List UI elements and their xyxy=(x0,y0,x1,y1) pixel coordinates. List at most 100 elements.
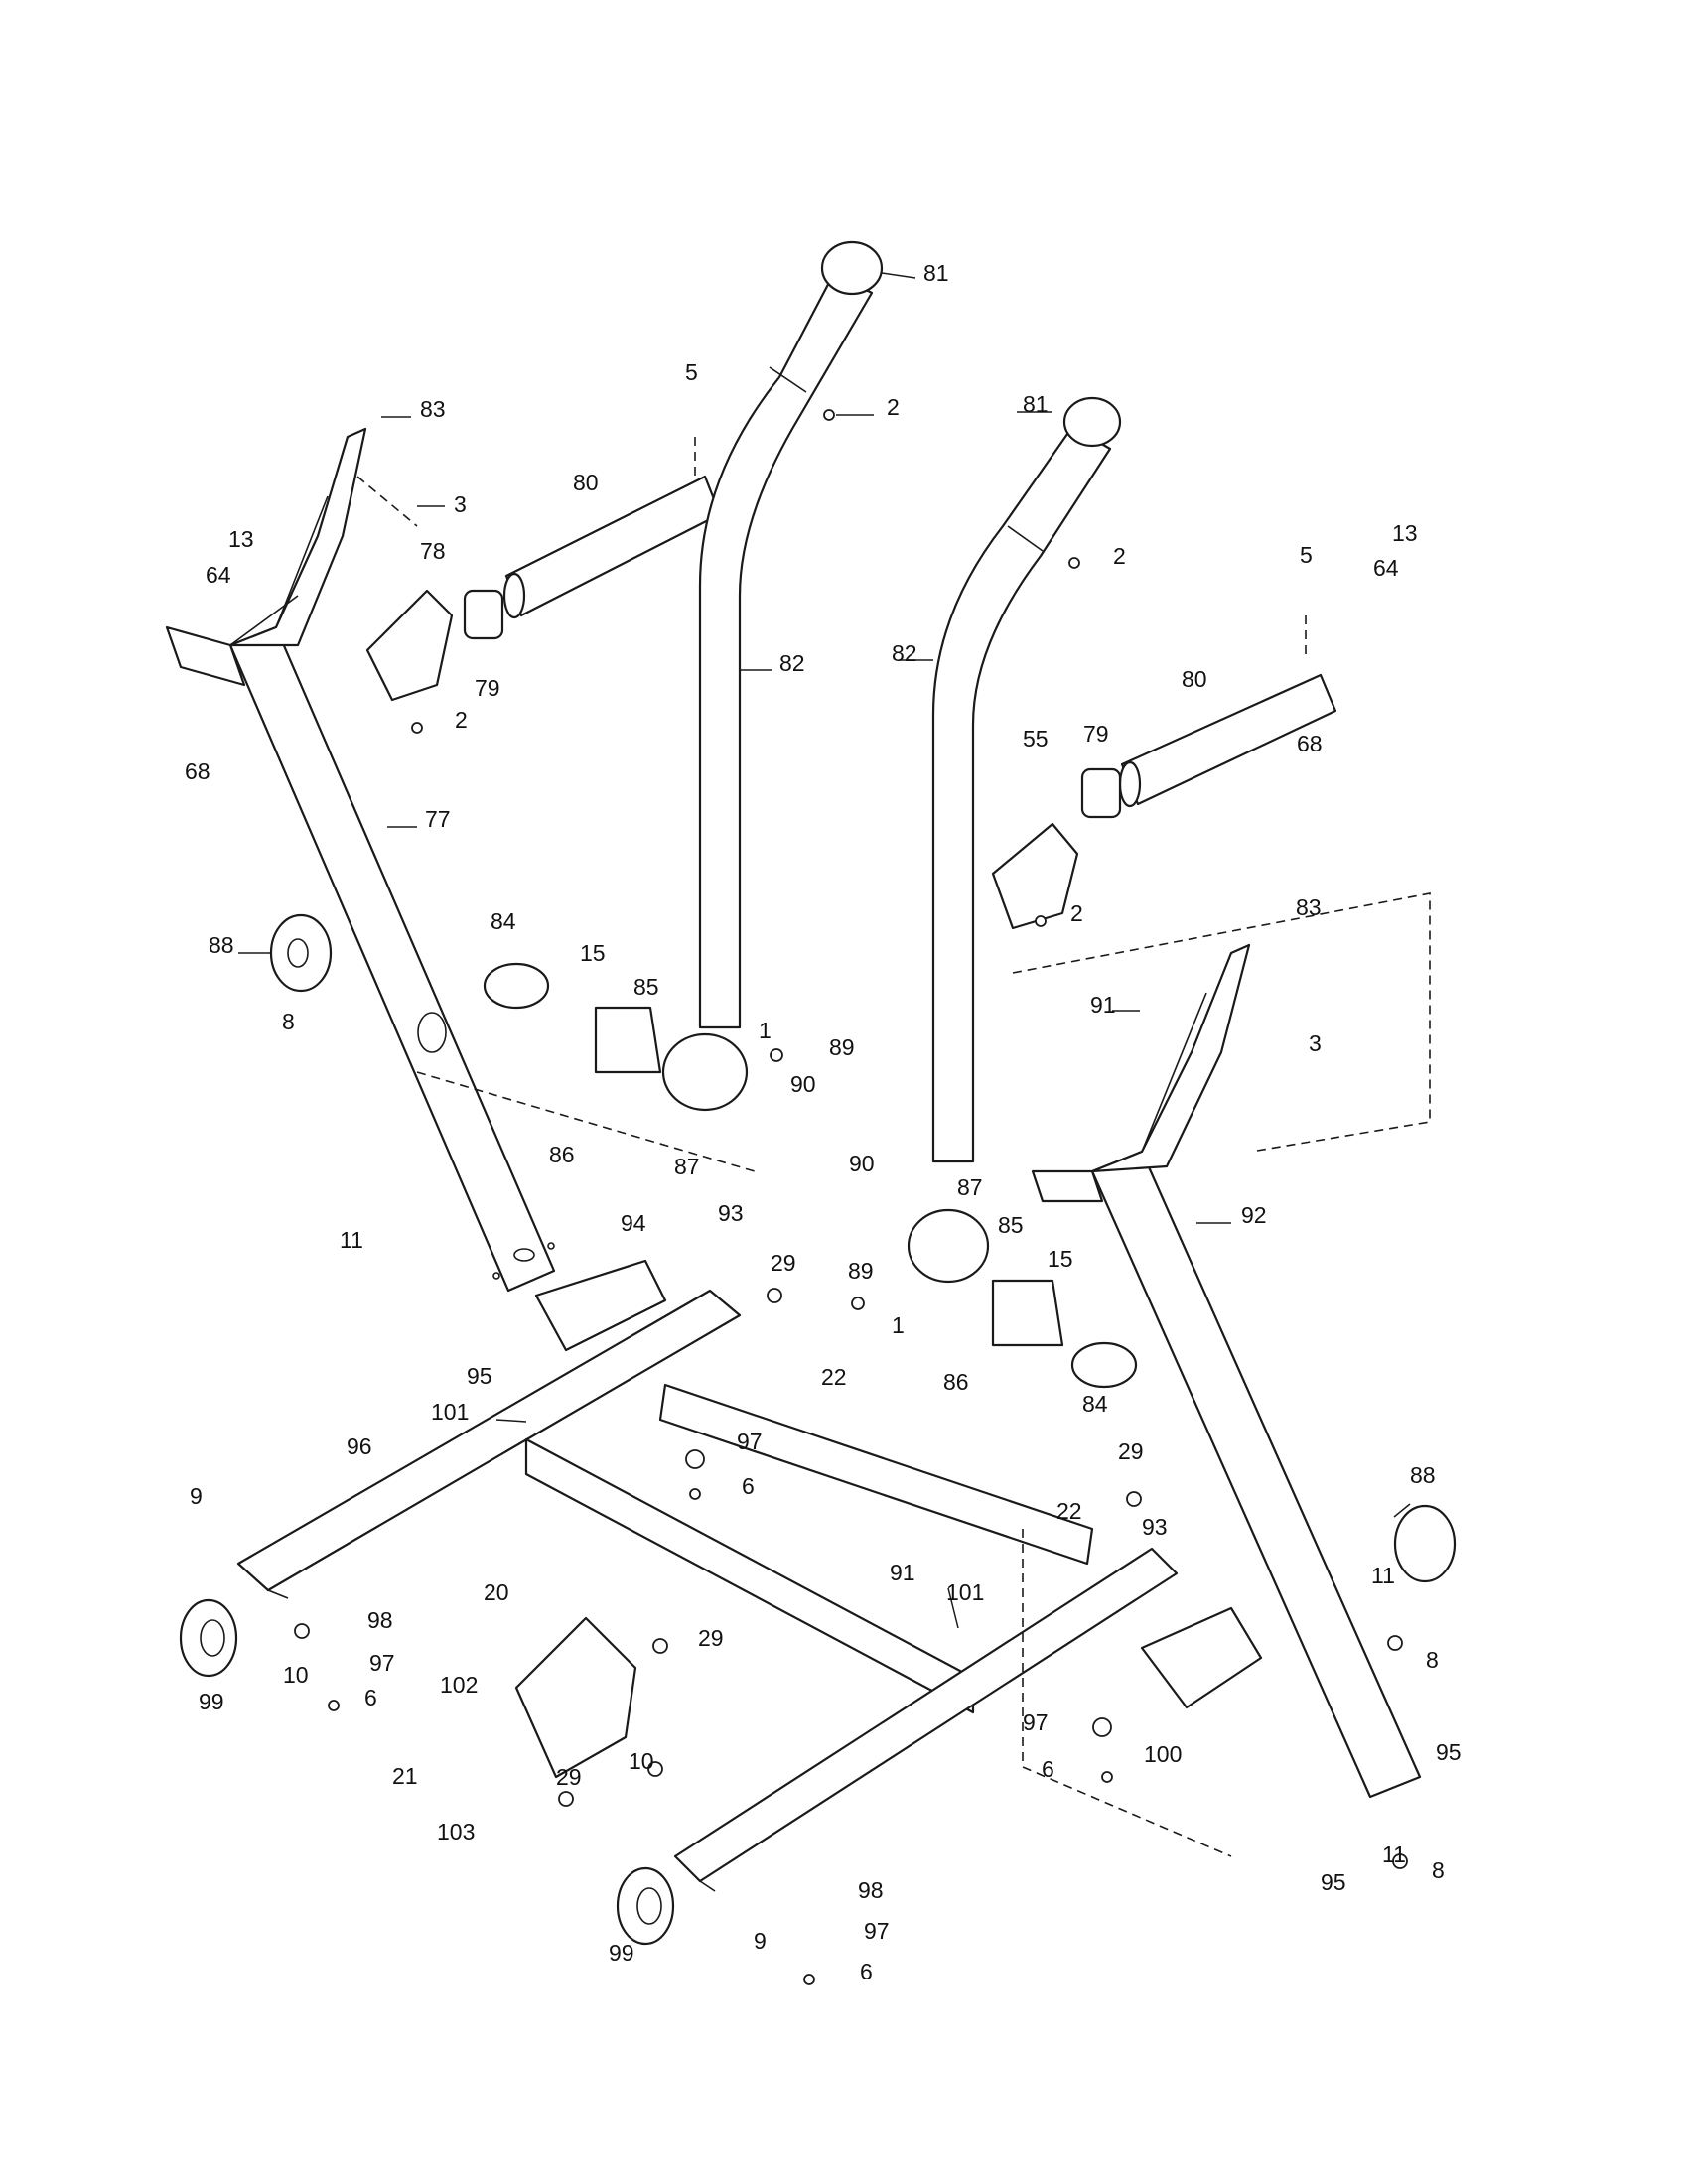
callout-11: 11 xyxy=(340,1227,363,1253)
wheel-99-right xyxy=(616,1866,675,1946)
callout-87: 87 xyxy=(957,1174,983,1200)
callout-97: 97 xyxy=(864,1918,890,1944)
callout-29: 29 xyxy=(1118,1438,1144,1464)
callout-86: 86 xyxy=(549,1142,575,1167)
callout-8: 8 xyxy=(282,1009,295,1034)
callout-13: 13 xyxy=(228,526,254,552)
callout-98: 98 xyxy=(858,1877,884,1903)
callout-89: 89 xyxy=(848,1258,874,1284)
callout-93: 93 xyxy=(1142,1514,1168,1540)
callout-11: 11 xyxy=(1371,1563,1395,1588)
callout-64: 64 xyxy=(1373,555,1399,581)
callout-5: 5 xyxy=(1300,542,1313,568)
callout-83: 83 xyxy=(1296,894,1322,920)
callout-90: 90 xyxy=(849,1151,875,1176)
roller-88-right xyxy=(1393,1504,1457,1583)
cover-100 xyxy=(1140,1606,1263,1709)
grip-55 xyxy=(991,822,1079,930)
callout-79: 79 xyxy=(475,675,500,701)
callout-80: 80 xyxy=(1182,666,1207,692)
roller-88-left xyxy=(269,913,333,993)
callout-15: 15 xyxy=(580,940,606,966)
housing-85-left xyxy=(594,1006,662,1074)
callout-95: 95 xyxy=(467,1363,492,1389)
callout-2: 2 xyxy=(1113,543,1126,569)
callout-10: 10 xyxy=(629,1748,654,1774)
callout-93: 93 xyxy=(718,1200,744,1226)
callout-85: 85 xyxy=(998,1212,1024,1238)
callout-9: 9 xyxy=(754,1928,767,1954)
callout-5: 5 xyxy=(685,359,698,385)
callout-96: 96 xyxy=(347,1433,372,1459)
callout-91: 91 xyxy=(1090,992,1116,1018)
motor-102 xyxy=(514,1616,637,1779)
callout-100: 100 xyxy=(1144,1741,1182,1767)
fasteners xyxy=(294,409,1408,1985)
callout-79: 79 xyxy=(1083,721,1109,747)
bracket-94 xyxy=(534,1259,667,1352)
housing-85-right xyxy=(991,1279,1064,1347)
alignment-lines xyxy=(356,437,1431,1857)
callout-8: 8 xyxy=(1426,1647,1439,1673)
callout-103: 103 xyxy=(437,1819,475,1844)
callout-94: 94 xyxy=(621,1210,646,1236)
callout-68: 68 xyxy=(185,758,210,784)
pivot-84-left xyxy=(483,962,550,1010)
callout-82: 82 xyxy=(892,640,917,666)
left-upright-77 xyxy=(165,427,556,1293)
hub-87-right xyxy=(907,1208,990,1284)
callout-97: 97 xyxy=(369,1650,395,1676)
callout-78: 78 xyxy=(420,538,446,564)
callout-64: 64 xyxy=(206,562,231,588)
left-tall-handle-82 xyxy=(698,240,884,1029)
callout-81: 81 xyxy=(923,260,949,286)
callout-55: 55 xyxy=(1023,726,1049,751)
callout-6: 6 xyxy=(1042,1756,1054,1782)
callout-77: 77 xyxy=(425,806,451,832)
callout-29: 29 xyxy=(771,1250,796,1276)
callout-83: 83 xyxy=(420,396,446,422)
callout-87: 87 xyxy=(674,1154,700,1179)
callout-3: 3 xyxy=(454,491,467,517)
callout-8: 8 xyxy=(1432,1857,1445,1883)
callout-11: 11 xyxy=(1382,1842,1406,1867)
callout-89: 89 xyxy=(829,1034,855,1060)
callout-13: 13 xyxy=(1392,520,1418,546)
callout-88: 88 xyxy=(1410,1462,1436,1488)
callout-6: 6 xyxy=(742,1473,755,1499)
right-upright-92 xyxy=(1031,943,1422,1799)
callout-29: 29 xyxy=(556,1764,582,1790)
callout-9: 9 xyxy=(190,1483,203,1509)
callout-2: 2 xyxy=(887,394,900,420)
callout-6: 6 xyxy=(364,1685,377,1710)
callout-101: 101 xyxy=(431,1399,469,1425)
callout-10: 10 xyxy=(283,1662,309,1688)
callout-22: 22 xyxy=(821,1364,847,1390)
callout-99: 99 xyxy=(199,1689,224,1714)
callout-29: 29 xyxy=(698,1625,724,1651)
callout-3: 3 xyxy=(1309,1030,1322,1056)
callout-84: 84 xyxy=(491,908,516,934)
callout-92: 92 xyxy=(1241,1202,1267,1228)
callout-85: 85 xyxy=(633,974,659,1000)
callout-82: 82 xyxy=(779,650,805,676)
callout-97: 97 xyxy=(737,1429,763,1454)
callout-21: 21 xyxy=(392,1763,418,1789)
wheel-99-left xyxy=(179,1598,238,1678)
leader-lines xyxy=(238,272,1411,1629)
end-cap-79-right xyxy=(1080,767,1122,819)
callout-95: 95 xyxy=(1436,1739,1462,1765)
callout-97: 97 xyxy=(1023,1709,1049,1735)
right-tall-handle-82 xyxy=(931,396,1122,1163)
callout-1: 1 xyxy=(892,1312,905,1338)
callout-88: 88 xyxy=(209,932,234,958)
callout-81: 81 xyxy=(1023,391,1049,417)
callout-22: 22 xyxy=(1056,1498,1082,1524)
end-cap-79-left xyxy=(463,589,504,640)
part-callouts: 8125833801364788279268778884158518989086… xyxy=(185,260,1462,1984)
callout-102: 102 xyxy=(440,1672,478,1698)
callout-2: 2 xyxy=(455,707,468,733)
callout-20: 20 xyxy=(484,1579,509,1605)
callout-86: 86 xyxy=(943,1369,969,1395)
